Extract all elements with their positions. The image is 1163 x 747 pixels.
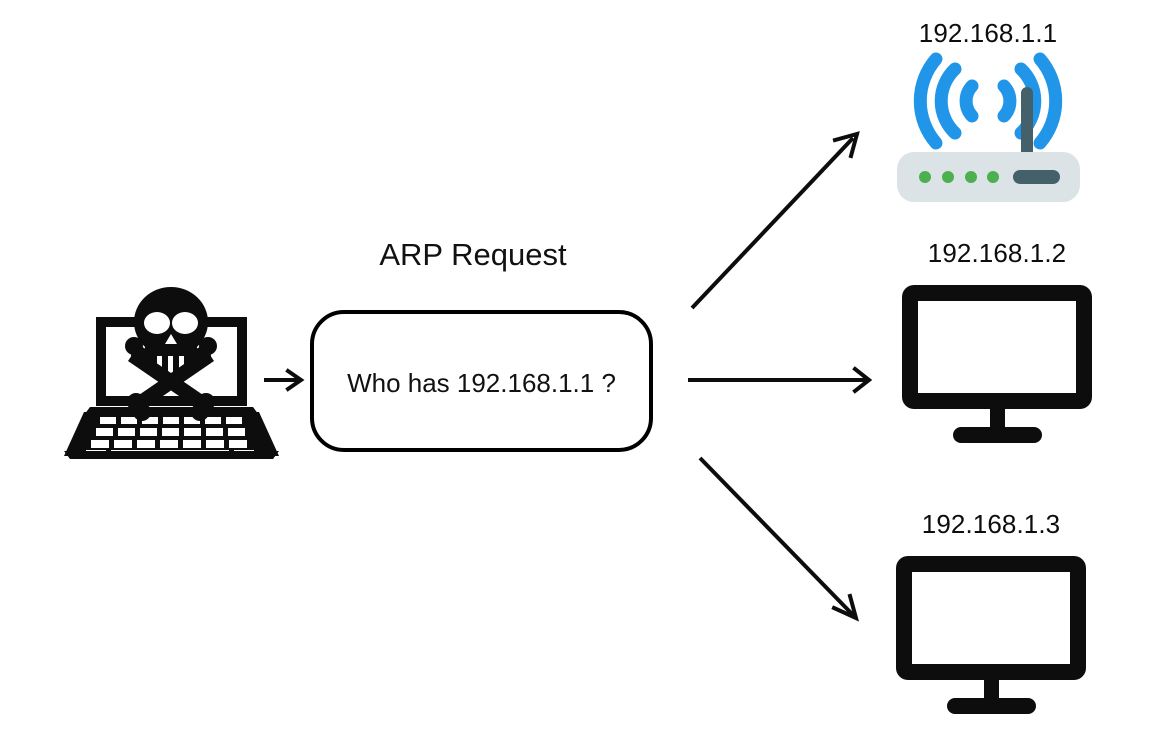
node-label-router: 192.168.1.1 <box>918 18 1058 48</box>
router-port <box>1013 170 1060 184</box>
arp-request-message-text: Who has 192.168.1.1 ? <box>347 368 616 398</box>
desktop-monitor-icon-2 <box>902 285 1092 443</box>
crossbones-icon <box>125 337 217 421</box>
node-label-computer-3: 192.168.1.3 <box>921 509 1061 539</box>
wifi-waves-icon <box>913 52 1063 150</box>
skull-icon <box>134 287 208 372</box>
router-led-indicators <box>919 171 999 183</box>
arrow-message-to-router <box>690 131 860 310</box>
diagram-title: ARP Request <box>379 237 567 272</box>
wifi-router-icon <box>897 52 1080 202</box>
router-antenna-icon <box>1021 87 1033 159</box>
arrow-message-to-computer-3 <box>698 456 860 622</box>
monitor-screen-3 <box>912 572 1070 664</box>
monitor-screen-2 <box>918 301 1076 393</box>
node-label-computer-2: 192.168.1.2 <box>927 238 1067 268</box>
laptop-skull-icon <box>64 287 279 459</box>
arrow-message-to-computer-2 <box>688 366 873 394</box>
arrow-attacker-to-message <box>264 368 305 392</box>
desktop-monitor-icon-3 <box>896 556 1086 714</box>
arp-request-message-box <box>310 310 653 452</box>
